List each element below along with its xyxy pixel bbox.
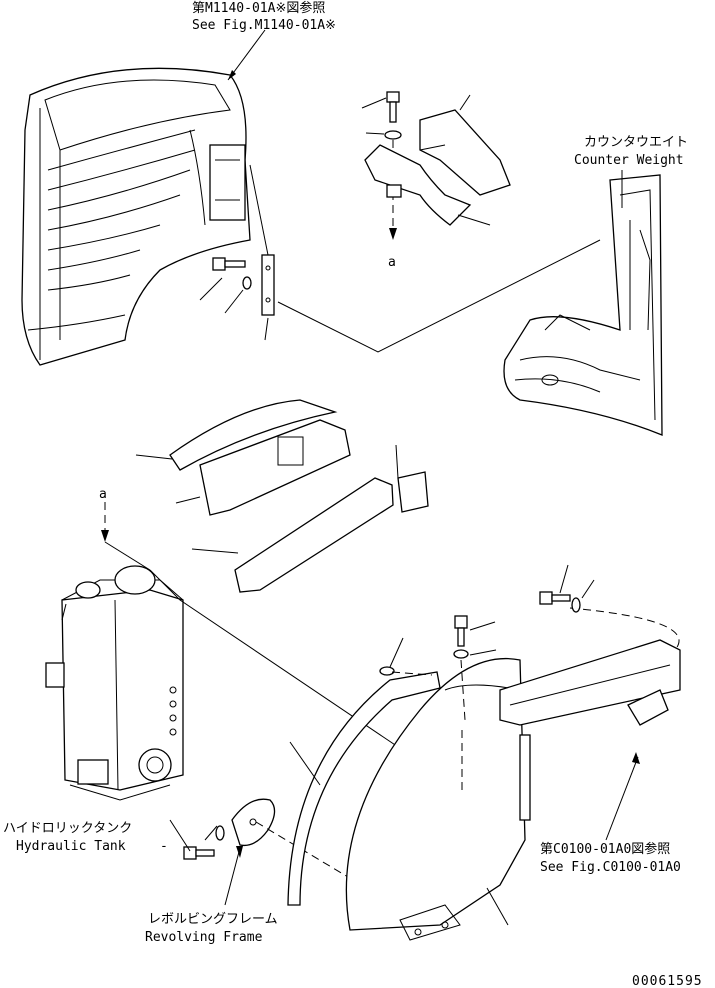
bolt-4 (539, 591, 571, 605)
bottom-ref-jp: 第C0100-01A0図参照 (540, 841, 670, 857)
top-bolt (361, 91, 400, 123)
hydraulic-tank-label-jp: ハイドロリックタンク (3, 821, 132, 836)
washer-2 (215, 825, 225, 841)
foam-bar (234, 477, 394, 593)
side-bracket (499, 639, 681, 821)
dash-mark: - (160, 839, 168, 854)
washer-4 (571, 597, 581, 613)
detail-a-upper-label: a (388, 255, 396, 270)
top-ref-leader (227, 29, 266, 81)
grille-cover (21, 67, 251, 366)
revolving-frame-label-en: Revolving Frame (145, 930, 263, 945)
seal-strip (169, 399, 338, 471)
bolt-1 (212, 257, 246, 271)
edge-trim (287, 671, 441, 906)
seal-plate (199, 419, 351, 516)
spacer-block (419, 109, 511, 196)
top-ref-en: See Fig.M1140-01A※ (192, 18, 336, 33)
hydraulic-tank (45, 565, 184, 801)
counterweight-label-jp: カウンタウエイト (584, 135, 688, 150)
washer-3 (453, 649, 469, 659)
foam-block-small (395, 444, 429, 513)
drawing-number: 00061595 (632, 974, 703, 988)
bolt-3 (454, 615, 468, 647)
grille-bracket (249, 164, 275, 316)
washer-5 (379, 666, 395, 676)
support-plate (231, 798, 276, 847)
top-washer (384, 130, 402, 140)
hydraulic-tank-label-en: Hydraulic Tank (16, 839, 126, 854)
counterweight-label-en: Counter Weight (574, 153, 684, 168)
grille-louvers (47, 129, 196, 291)
detail-a-lower-label: a (99, 487, 107, 502)
plate-bracket (364, 144, 472, 226)
bottom-ref-en: See Fig.C0100-01A0 (540, 860, 681, 875)
counterweight (503, 174, 663, 436)
top-ref-jp: 第M1140-01A※図参照 (192, 0, 325, 16)
curved-cover (345, 657, 526, 941)
bolt-2 (183, 846, 215, 860)
revolving-frame-label-jp: レボルビングフレーム (148, 912, 278, 927)
washer-1 (242, 276, 252, 290)
